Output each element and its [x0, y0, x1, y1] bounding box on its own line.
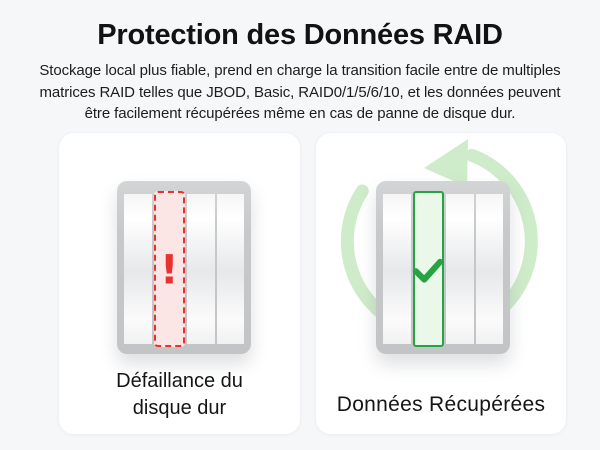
failed-drive-bay: !: [153, 191, 185, 347]
drive-bay: [383, 194, 411, 344]
drive-bays: !: [124, 191, 244, 347]
drive-bay: [187, 194, 215, 344]
header: Protection des Données RAID Stockage loc…: [0, 0, 600, 125]
drive-bay: [475, 194, 503, 344]
caption-line: Données Récupérées: [336, 393, 546, 416]
subtitle-line-3: être facilement récupérées même en cas d…: [84, 105, 516, 122]
subtitle-line-2: matrices RAID telles que JBOD, Basic, RA…: [39, 83, 561, 101]
page-title: Protection des Données RAID: [97, 19, 503, 51]
recovered-drive-bay: [411, 191, 445, 347]
drive-bays: [383, 191, 503, 347]
page-subtitle: Stockage local plus fiable, prend en cha…: [0, 60, 600, 125]
drive-bay: [446, 194, 474, 344]
drive-enclosure: !: [117, 181, 251, 354]
card-hard-drive-failure: ! Défaillance du disque dur: [58, 132, 301, 435]
exclamation-icon: !: [160, 247, 179, 294]
drive-bay: [124, 194, 152, 344]
caption-recovered: Données Récupérées: [316, 392, 566, 418]
caption-line: disque dur: [132, 397, 227, 419]
card-data-recovered: Données Récupérées: [315, 132, 567, 435]
drive-enclosure: [376, 181, 510, 354]
caption-failure: Défaillance du disque dur: [59, 368, 300, 422]
drive-bay: [216, 194, 244, 344]
check-icon: [411, 255, 445, 285]
subtitle-line-1: Stockage local plus fiable, prend en cha…: [39, 62, 561, 79]
caption-line: Défaillance du: [116, 370, 243, 392]
